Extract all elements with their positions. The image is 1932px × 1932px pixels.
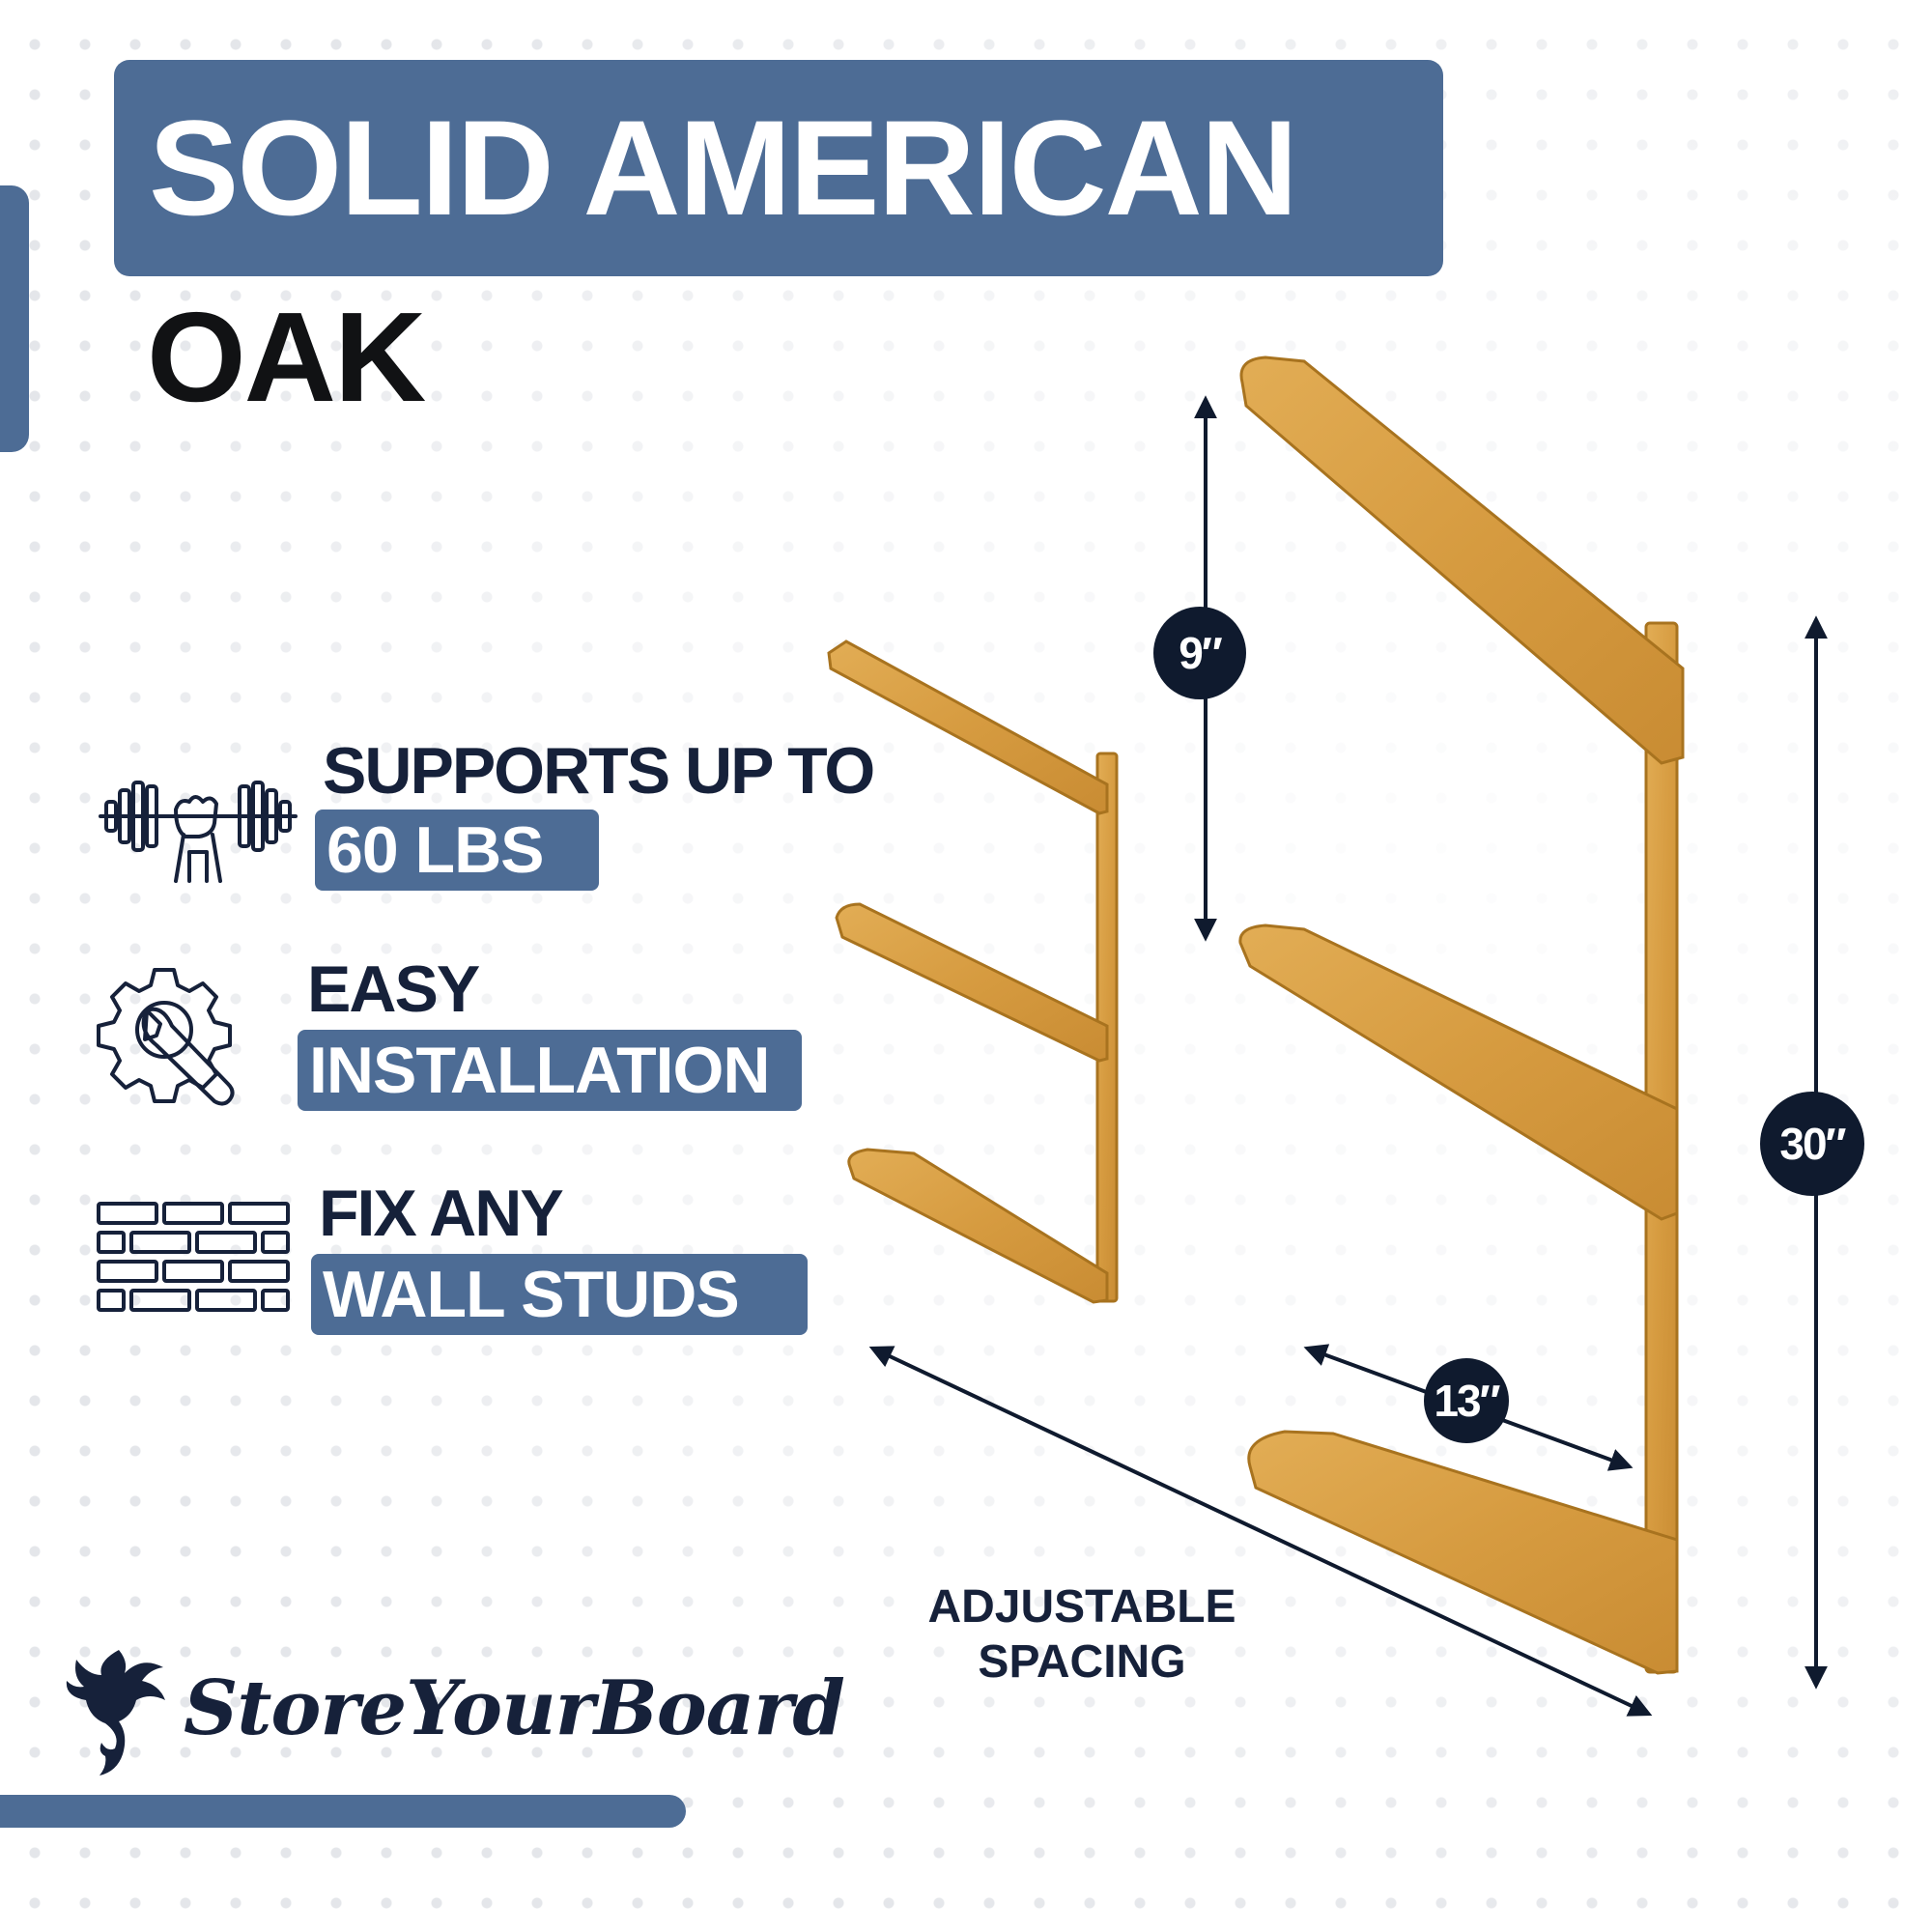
feature-fix-pill: WALL STUDS <box>311 1254 808 1335</box>
feature-easy-head: EASY <box>307 952 480 1026</box>
adjustable-spacing-label: ADJUSTABLE SPACING <box>889 1580 1275 1690</box>
large-rack <box>1238 355 1685 1675</box>
bottom-bar <box>0 1795 686 1828</box>
small-rack <box>827 639 1119 1304</box>
feature-fix-head: FIX ANY <box>319 1177 564 1250</box>
weightlifting-icon <box>99 781 298 883</box>
side-tab <box>0 185 29 452</box>
page-title: SOLID AMERICAN <box>149 92 1298 243</box>
dimension-30-label: 30″ <box>1779 1119 1846 1169</box>
page-subtitle: OAK <box>147 286 426 428</box>
feature-supports-head: SUPPORTS UP TO <box>323 734 875 808</box>
adjustable-line-1: ADJUSTABLE <box>927 1581 1236 1633</box>
dragon-logo-icon <box>66 1650 165 1776</box>
feature-easy-pill: INSTALLATION <box>298 1030 802 1111</box>
dimension-9-label: 9″ <box>1179 628 1223 678</box>
brand-name: StoreYourBoard <box>184 1664 845 1752</box>
dimension-badges <box>1153 607 1864 1443</box>
title-banner: SOLID AMERICAN <box>114 60 1443 276</box>
gear-wrench-icon <box>97 968 235 1106</box>
brick-wall-icon <box>97 1202 290 1312</box>
adjustable-line-2: SPACING <box>978 1635 1186 1688</box>
dimension-13-label: 13″ <box>1434 1376 1500 1426</box>
feature-supports-pill: 60 LBS <box>315 810 599 891</box>
